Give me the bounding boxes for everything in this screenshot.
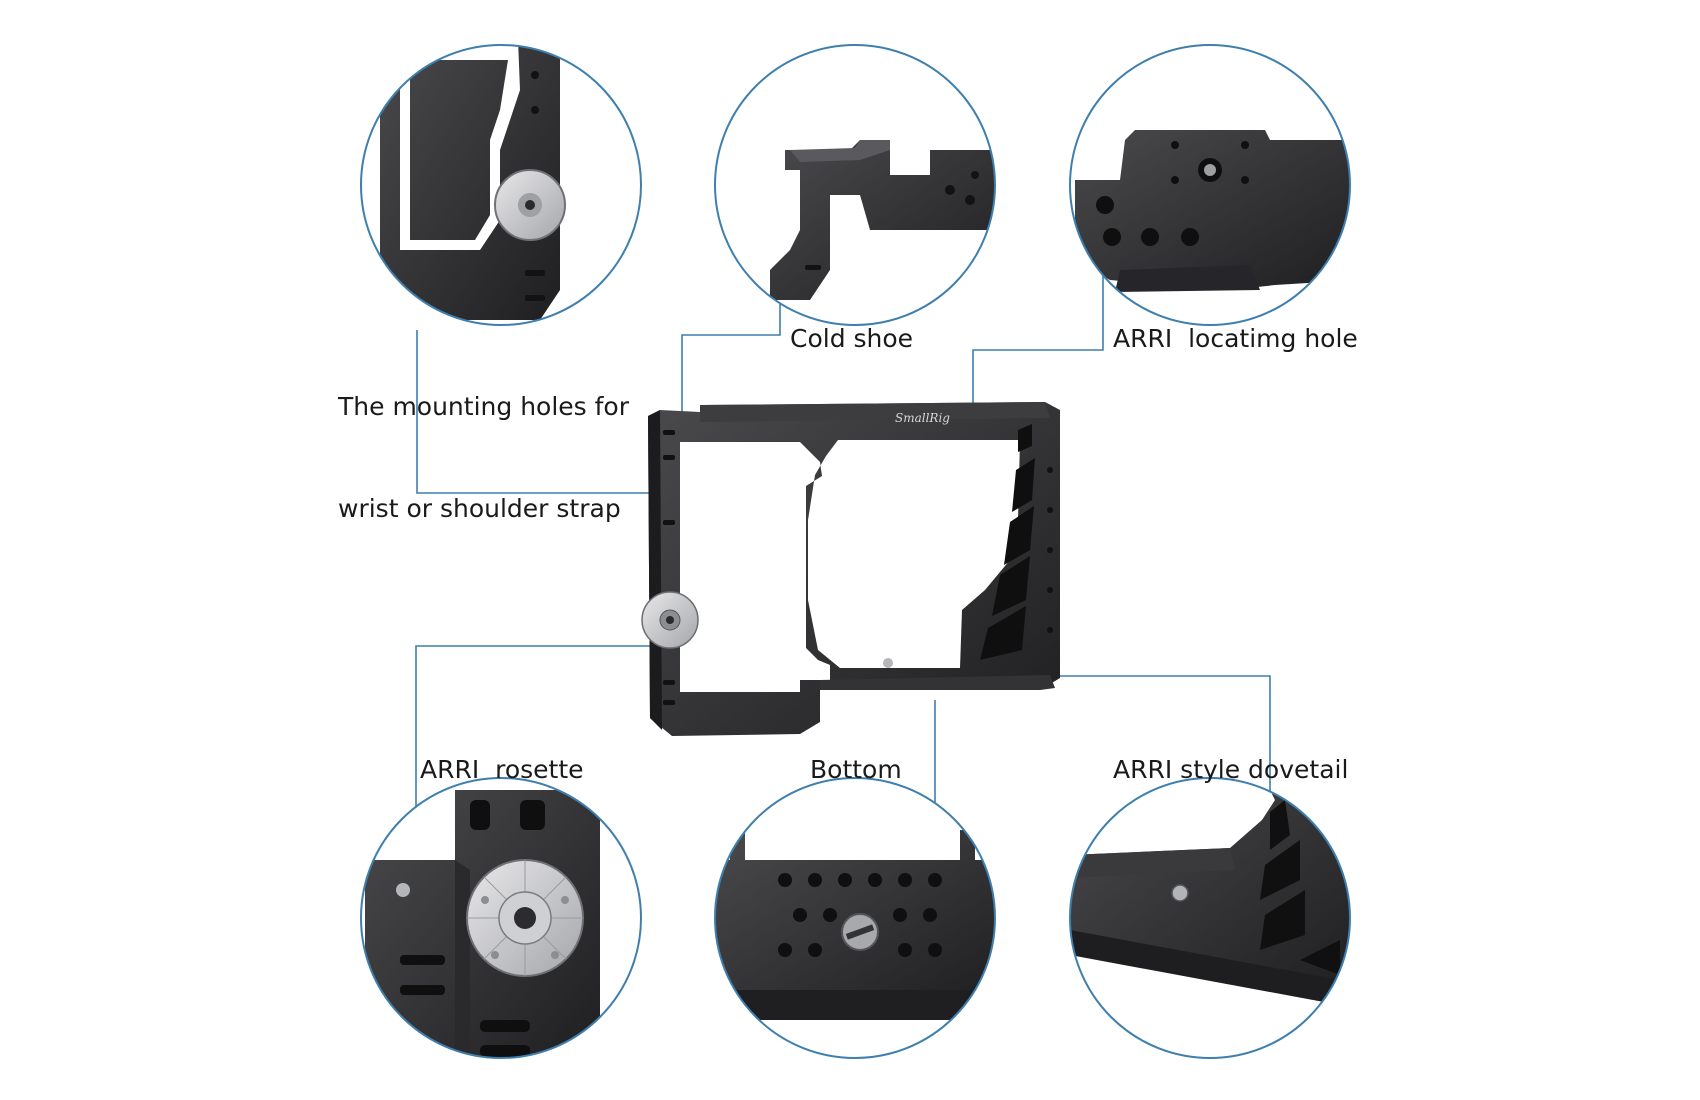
circle-frame-5 bbox=[714, 777, 996, 1059]
detail-circle-arri-dovetail bbox=[1069, 777, 1351, 1059]
right-side-slots bbox=[980, 424, 1035, 660]
line-arri-rosette bbox=[415, 645, 660, 815]
cage-bottom-screw bbox=[883, 658, 893, 668]
cage-top-rail bbox=[700, 402, 1050, 422]
circle-frame-2 bbox=[714, 44, 996, 326]
camera-cage: SmallRig bbox=[641, 402, 1060, 736]
brand-mark: SmallRig bbox=[895, 411, 950, 425]
cage-side-face bbox=[648, 410, 662, 730]
label-bottom: Bottom bbox=[810, 755, 902, 784]
line-arri-dovetail bbox=[1025, 675, 1271, 812]
left-edge-holes bbox=[663, 430, 675, 705]
label-mounting-holes-line2: wrist or shoulder strap bbox=[338, 494, 621, 523]
line-cold-shoe bbox=[681, 283, 781, 418]
circle-frame-6 bbox=[1069, 777, 1351, 1059]
detail-circle-bottom bbox=[714, 777, 996, 1059]
cage-rosette bbox=[641, 591, 699, 649]
circle-frame-3 bbox=[1069, 44, 1351, 326]
circle-frame-1 bbox=[360, 44, 642, 326]
line-arri-locating-hole bbox=[972, 262, 1104, 405]
label-arri-dovetail: ARRI style dovetail bbox=[1113, 755, 1349, 784]
label-cold-shoe: Cold shoe bbox=[790, 324, 914, 353]
callout-lines bbox=[415, 262, 1271, 815]
cage-bottom-rail bbox=[820, 675, 1055, 690]
label-mounting-holes-line1: The mounting holes for bbox=[338, 392, 630, 421]
circle-frame-4 bbox=[360, 777, 642, 1059]
detail-circle-cold-shoe bbox=[714, 44, 996, 326]
right-edge-holes bbox=[1047, 467, 1053, 633]
detail-circle-arri-locating bbox=[1069, 44, 1351, 326]
label-mounting-holes: The mounting holes for wrist or shoulder… bbox=[338, 322, 629, 560]
line-mounting-holes bbox=[416, 330, 650, 494]
label-arri-locating-hole: ARRI locatimg hole bbox=[1113, 324, 1358, 353]
detail-circle-mounting-holes bbox=[360, 44, 642, 326]
detail-circle-arri-rosette bbox=[360, 777, 642, 1059]
label-arri-rosette: ARRI rosette bbox=[420, 755, 584, 784]
